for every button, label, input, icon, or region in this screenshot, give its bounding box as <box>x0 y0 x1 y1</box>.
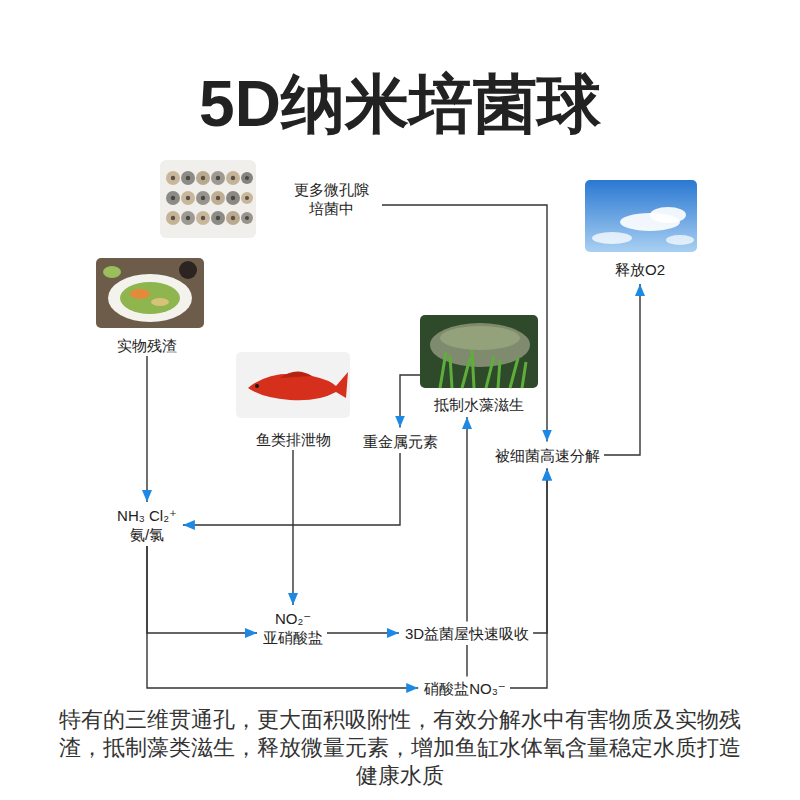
diagram-title: 5D纳米培菌球 <box>0 66 800 143</box>
node-label: 氨/氯 <box>117 525 177 544</box>
text-node: 被细菌高速分解 <box>491 444 604 467</box>
node-label: 硝酸盐NO₃⁻ <box>424 679 506 698</box>
flow-connector <box>400 375 420 428</box>
node-label: 抵制水藻滋生 <box>420 395 538 414</box>
flow-connector <box>147 546 418 688</box>
photo-node: 鱼类排泄物 <box>236 352 350 450</box>
food-photo <box>96 258 204 328</box>
arowana-photo <box>236 352 350 418</box>
node-label: 亚硝酸盐 <box>263 628 323 647</box>
photo-node: 抵制水藻滋生 <box>420 315 538 415</box>
text-node: NH₃ Cl₂⁺氨/氯 <box>113 504 181 546</box>
flow-connector <box>183 453 400 526</box>
sky-photo <box>585 180 697 252</box>
node-label: 鱼类排泄物 <box>236 430 350 449</box>
flow-connector <box>146 356 147 502</box>
photo-node: 更多微孔隙 培菌中 <box>160 158 382 240</box>
flow-connector <box>147 546 257 633</box>
caption-text: 特有的三维贯通孔，更大面积吸附性，有效分解水中有害物质及实物残渣，抵制藻类滋生，… <box>50 706 750 790</box>
flow-connector <box>292 450 293 605</box>
flow-connector <box>327 632 399 633</box>
node-label: NH₃ Cl₂⁺ <box>117 506 177 525</box>
node-label: 实物残渣 <box>92 336 202 355</box>
text-node: 硝酸盐NO₃⁻ <box>420 677 510 700</box>
node-label: 释放O2 <box>583 260 697 279</box>
aquatic-plant-photo <box>420 315 538 388</box>
text-node: 3D益菌屋快速吸收 <box>401 622 533 645</box>
node-label: 3D益菌屋快速吸收 <box>405 624 529 643</box>
photo-node: 释放O2 <box>583 178 697 282</box>
node-label: NO₂⁻ <box>263 609 323 628</box>
text-node: NO₂⁻亚硝酸盐 <box>259 607 327 649</box>
flow-connector <box>510 469 547 689</box>
flow-connector <box>533 469 547 634</box>
flow-connector <box>466 645 467 677</box>
flow-connector <box>466 417 467 622</box>
node-label: 重金属元素 <box>363 432 438 451</box>
flow-connector <box>382 205 547 442</box>
photo-node: 实物残渣 <box>92 256 202 356</box>
flow-connector <box>604 284 641 455</box>
text-node: 重金属元素 <box>359 430 442 453</box>
node-label: 被细菌高速分解 <box>495 446 600 465</box>
ceramic-rings-photo <box>160 160 256 238</box>
node-label: 更多微孔隙 培菌中 <box>288 180 374 218</box>
